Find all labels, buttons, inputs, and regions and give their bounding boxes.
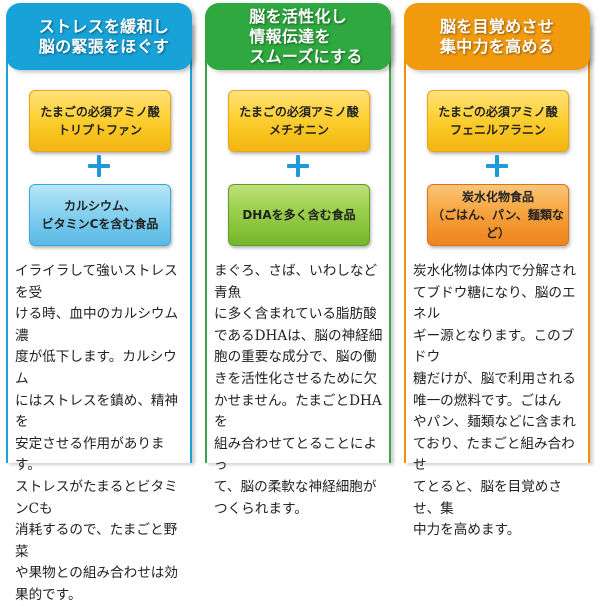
column-header: ストレスを緩和し 脳の緊張をほぐす xyxy=(6,3,192,70)
column-header: 脳を活性化し 情報伝達を スムーズにする xyxy=(205,3,391,70)
food-box: DHAを多く含む食品 xyxy=(228,184,370,246)
plus-icon xyxy=(86,153,112,179)
column-header-title: ストレスを緩和し 脳の緊張をほぐす xyxy=(38,16,170,56)
plus-icon xyxy=(285,153,311,179)
column-description: 炭水化物は体内で分解され てブドウ糖になり、脳のエネル ギー源となります。このブ… xyxy=(413,263,577,539)
amino-acid-box: たまごの必須アミノ酸 フェニルアラニン xyxy=(427,90,569,152)
column-header: 脳を目覚めさせ 集中力を高める xyxy=(404,3,590,70)
plus-icon xyxy=(484,153,510,179)
column-brain-activation: 脳を活性化し 情報伝達を スムーズにする たまごの必須アミノ酸 メチオニン DH… xyxy=(205,3,391,517)
column-description: イライラして強いストレスを受 ける時、血中のカルシウム濃 度が低下します。カルシ… xyxy=(15,263,179,603)
column-description: まぐろ、さば、いわしなど青魚 に多く含まれている脂肪酸 であるDHAは、脳の神経… xyxy=(214,263,383,517)
food-box: カルシウム、 ビタミンCを含む食品 xyxy=(29,184,171,246)
amino-acid-box: たまごの必須アミノ酸 トリプトファン xyxy=(29,90,171,152)
column-focus: 脳を目覚めさせ 集中力を高める たまごの必須アミノ酸 フェニルアラニン 炭水化物… xyxy=(404,3,590,538)
amino-acid-box: たまごの必須アミノ酸 メチオニン xyxy=(228,90,370,152)
column-header-title: 脳を目覚めさせ 集中力を高める xyxy=(439,16,555,56)
column-stress-relief: ストレスを緩和し 脳の緊張をほぐす たまごの必須アミノ酸 トリプトファン カルシ… xyxy=(6,3,192,603)
food-box: 炭水化物食品 （ごはん、パン、麺類など） xyxy=(427,184,569,246)
column-header-title: 脳を活性化し 情報伝達を スムーズにする xyxy=(249,6,363,66)
